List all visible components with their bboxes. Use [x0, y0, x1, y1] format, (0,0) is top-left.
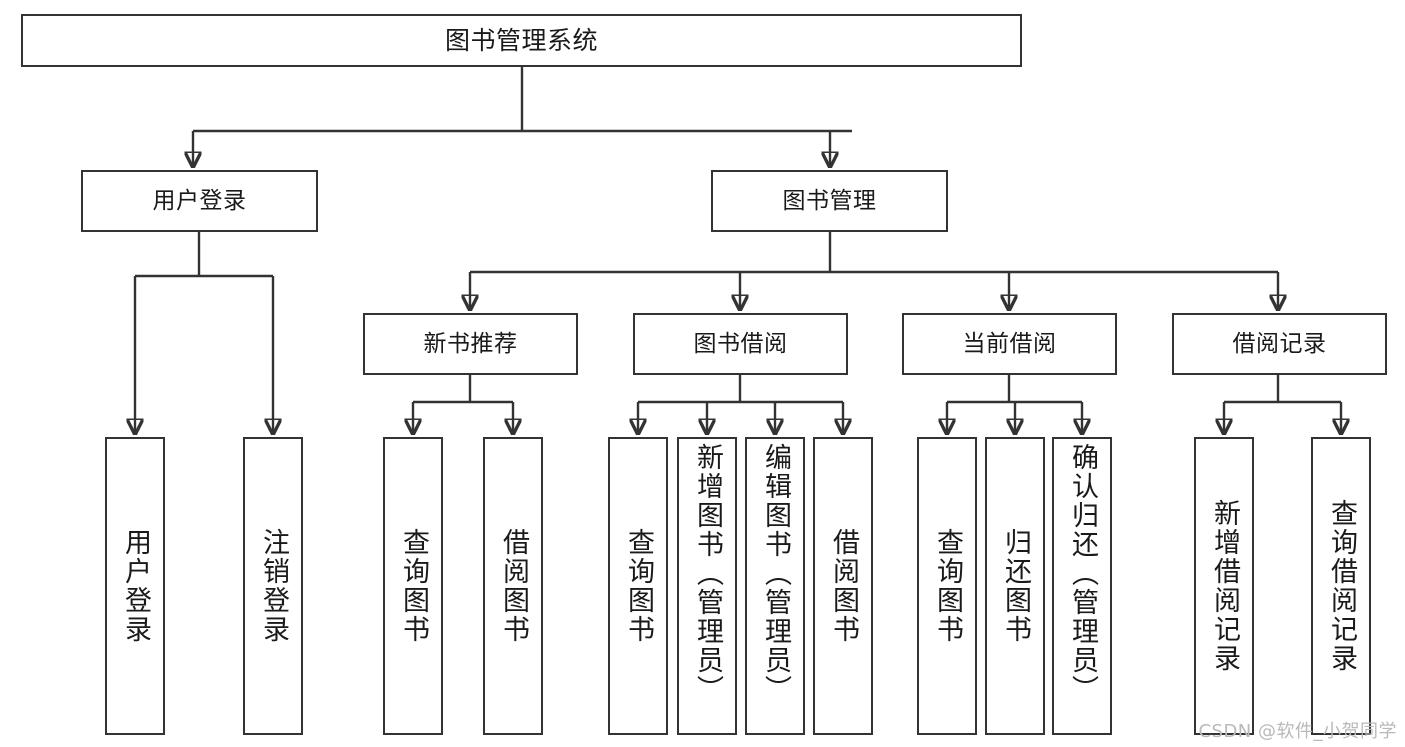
node-label: 图书管理	[782, 187, 877, 214]
leaf-edit-book[interactable]: 编辑图书（管理员）	[745, 437, 805, 735]
leaf-user-login[interactable]: 用户登录	[105, 437, 165, 735]
node-label: 借阅图书	[498, 528, 530, 644]
node-label: 查询借阅记录	[1326, 499, 1358, 673]
node-book-management[interactable]: 图书管理	[711, 170, 948, 232]
node-root-system[interactable]: 图书管理系统	[21, 14, 1022, 67]
node-label: 新书推荐	[423, 330, 518, 357]
node-label: 编辑图书（管理员）	[760, 443, 792, 704]
leaf-query-record[interactable]: 查询借阅记录	[1311, 437, 1371, 735]
node-current-borrow[interactable]: 当前借阅	[902, 313, 1117, 375]
node-label: 用户登录	[152, 187, 247, 214]
node-label: 归还图书	[1000, 528, 1032, 644]
node-book-borrow[interactable]: 图书借阅	[633, 313, 848, 375]
node-user-login[interactable]: 用户登录	[81, 170, 318, 232]
leaf-query-book-3[interactable]: 查询图书	[917, 437, 977, 735]
node-label: 确认归还（管理员）	[1067, 443, 1099, 704]
node-label: 新增图书（管理员）	[692, 443, 724, 704]
leaf-query-book-2[interactable]: 查询图书	[608, 437, 668, 735]
leaf-borrow-book-2[interactable]: 借阅图书	[813, 437, 873, 735]
leaf-confirm-return[interactable]: 确认归还（管理员）	[1052, 437, 1112, 735]
node-label: 当前借阅	[962, 330, 1057, 357]
leaf-borrow-book-1[interactable]: 借阅图书	[483, 437, 543, 735]
node-label: 图书管理系统	[444, 26, 598, 55]
leaf-add-record[interactable]: 新增借阅记录	[1194, 437, 1254, 735]
node-label: 图书借阅	[693, 330, 788, 357]
node-label: 新增借阅记录	[1209, 499, 1241, 673]
leaf-query-book-1[interactable]: 查询图书	[383, 437, 443, 735]
node-new-book-recommend[interactable]: 新书推荐	[363, 313, 578, 375]
leaf-add-book[interactable]: 新增图书（管理员）	[677, 437, 737, 735]
node-label: 用户登录	[120, 528, 152, 644]
node-label: 注销登录	[258, 528, 290, 644]
leaf-return-book[interactable]: 归还图书	[985, 437, 1045, 735]
node-label: 查询图书	[398, 528, 430, 644]
leaf-user-logout[interactable]: 注销登录	[243, 437, 303, 735]
node-borrow-record[interactable]: 借阅记录	[1172, 313, 1387, 375]
node-label: 查询图书	[623, 528, 655, 644]
watermark-text: CSDN @软件_小贺同学	[1198, 721, 1397, 742]
node-label: 借阅图书	[828, 528, 860, 644]
node-label: 借阅记录	[1232, 330, 1327, 357]
node-label: 查询图书	[932, 528, 964, 644]
